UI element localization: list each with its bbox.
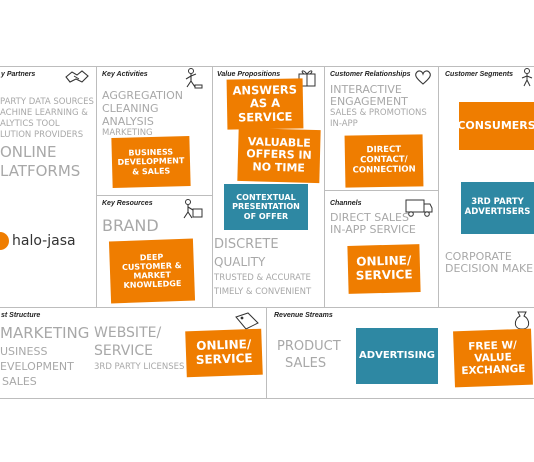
cost-structure-header: st Structure [1,312,41,319]
note-direct-contact: DIRECT CONTACT/ CONNECTION [344,134,424,188]
note-free-value-exchange: FREE W/ VALUE EXCHANGE [453,328,533,388]
value-small-1: TRUSTED & ACCURATE [214,273,311,283]
channels-line-1: DIRECT SALES [330,211,409,224]
key-partners-header: y Partners [1,71,36,78]
heart-icon [415,70,431,85]
note-answers-service: ANSWERS AS A SERVICE [226,78,304,130]
grid-h-activities [96,195,212,196]
note-advertising: ADVERTISING [356,328,438,384]
grid-v-bottom [266,307,267,398]
value-small-2: TIMELY & CONVENIENT [214,287,312,297]
factory-worker-icon [183,199,203,219]
relationships-small-2: IN-APP [330,119,358,129]
partners-line-1: PARTY DATA SOURCES [0,97,94,107]
segments-line-1: CORPORATE [445,250,512,263]
note-online-service-cost: ONLINE/ SERVICE [185,328,263,378]
note-customer-knowledge: DEEP CUSTOMER & MARKET KNOWLEDGE [108,238,196,304]
value-large-1: DISCRETE [214,237,279,252]
grid-v4 [438,66,439,307]
halo-jasa-logo: halo-jasa [0,232,76,250]
activities-line-1: AGGREGATION [102,89,184,102]
cost-line-3: EVELOPMENT [0,360,74,373]
note-consumers: CONSUMERS [457,102,534,150]
value-propositions-header: Value Propositions [217,71,281,78]
activities-line-2: CLEANING [102,102,159,115]
revenue-line-1: PRODUCT [277,339,341,354]
cost-website-1: WEBSITE/ [94,325,162,341]
grid-h-relationships [324,190,438,191]
cost-licenses: 3RD PARTY LICENSES [94,362,185,372]
activities-line-3: ANALYSIS [102,115,154,128]
cost-line-4: SALES [2,375,37,388]
logo-text: halo-jasa [12,233,76,249]
partners-large-1: ONLINE [0,143,57,161]
grid-v3 [324,66,325,307]
segments-line-2: DECISION MAKERS [445,262,534,275]
handshake-icon [65,70,89,83]
grid-top [0,66,534,67]
channels-header: Channels [330,200,362,207]
logo-mark-icon [0,232,9,250]
channels-line-2: IN-APP SERVICE [330,223,416,236]
cost-line-2: USINESS [0,345,48,358]
note-online-service-channel: ONLINE/ SERVICE [347,244,421,294]
truck-icon [405,199,433,217]
customer-segments-header: Customer Segments [445,71,514,78]
grid-v2 [212,66,213,307]
relationships-line-1: INTERACTIVE [330,83,402,96]
partners-line-4: LUTION PROVIDERS [0,130,84,140]
partners-line-2: ACHINE LEARNING & [0,108,88,118]
value-large-2: QUALITY [214,255,266,269]
revenue-streams-header: Revenue Streams [274,312,333,319]
customer-relationships-header: Customer Relationships [330,71,411,78]
note-valuable-offers: VALUABLE OFFERS IN NO TIME [237,127,321,184]
relationships-small-1: SALES & PROMOTIONS [330,108,427,118]
cost-line-1: MARKETING [0,324,90,342]
revenue-line-2: SALES [285,356,327,371]
grid-v1 [96,66,97,307]
partners-line-3: ALYTICS TOOL [0,119,60,129]
price-tag-icon [235,312,259,330]
people-icon [521,68,533,87]
note-contextual-presentation: CONTEXTUAL PRESENTATION OF OFFER [224,184,308,230]
partners-large-2: LATFORMS [0,162,81,180]
key-resources-header: Key Resources [102,200,153,207]
relationships-line-2: ENGAGEMENT [330,95,408,108]
resources-brand: BRAND [102,216,159,235]
note-third-party-advertisers: 3RD PARTY ADVERTISERS [461,182,534,234]
money-bag-icon [514,311,530,330]
worker-icon [185,68,203,89]
key-activities-header: Key Activities [102,71,148,78]
activities-marketing: MARKETING [102,128,153,138]
grid-middle [0,307,534,308]
note-business-development: BUSINESS DEVELOPMENT & SALES [111,135,191,189]
grid-bottom [0,398,534,399]
cost-website-2: SERVICE [94,343,154,359]
